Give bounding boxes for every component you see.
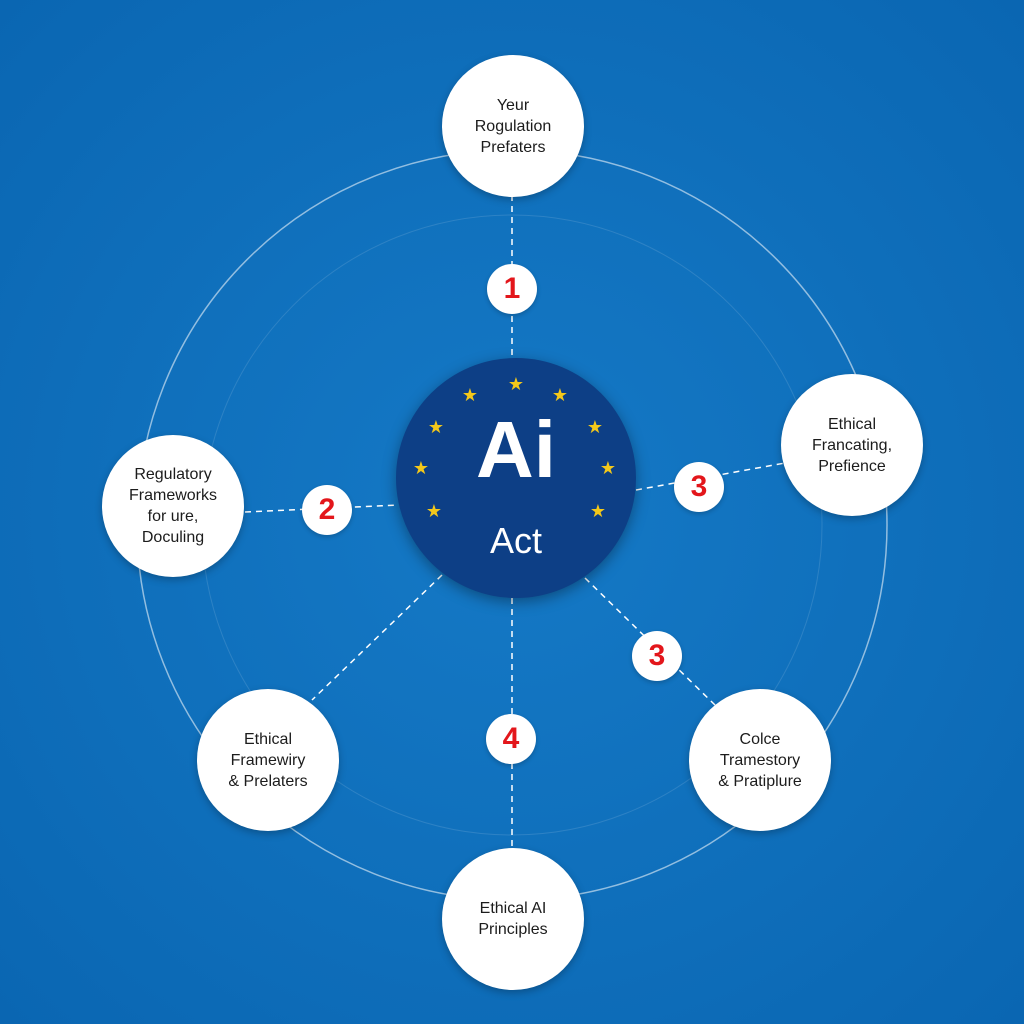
node-label-line: Yeur [496, 96, 530, 114]
node-label-line: Regulatory [134, 466, 212, 483]
step-badge: 1 [487, 264, 537, 314]
node-label-line: & Prelaters [228, 772, 308, 790]
node-label-line: Tramestory [719, 751, 801, 769]
node-label-line: Francating, [811, 436, 893, 454]
connector-left [244, 504, 399, 513]
node-label-line: Ethical [827, 415, 877, 433]
star-icon: ★ [551, 385, 569, 405]
hub-title: Ai [476, 405, 556, 494]
node-label-line: Colce [739, 730, 781, 748]
node-label-line: Ethical AI [479, 900, 547, 917]
node-label-line: Principles [478, 921, 548, 938]
step-badge: 4 [486, 714, 536, 764]
star-icon: ★ [427, 417, 445, 437]
hub-subtitle: Act [489, 520, 542, 561]
star-icon: ★ [412, 458, 430, 478]
node-label-line: for ure, [147, 508, 199, 525]
node-bottom: Ethical AI Principles [442, 848, 584, 990]
step-badge: 3 [632, 631, 682, 681]
node-label-line: Ethical [243, 730, 293, 748]
node-label-line: Frameworks [128, 487, 217, 504]
step-badge: 3 [674, 462, 724, 512]
node-label-line: Doculing [141, 529, 205, 546]
node-label-line: Rogulation [474, 117, 552, 135]
star-icon: ★ [599, 458, 617, 478]
step-badge: 2 [302, 485, 352, 535]
node-label-line: & Pratiplure [718, 772, 802, 790]
star-icon: ★ [461, 385, 479, 405]
star-icon: ★ [425, 501, 443, 521]
star-icon: ★ [507, 374, 525, 394]
star-icon: ★ [589, 501, 607, 521]
star-icon: ★ [586, 417, 604, 437]
node-label-line: Prefience [818, 457, 886, 475]
ai-act-hub: ★ ★ ★ ★ ★ ★ ★ ★ ★ Ai Act [396, 358, 636, 598]
node-label-line: Framewiry [230, 751, 306, 769]
node-label-line: Prefaters [480, 138, 546, 156]
connector-bottom-left [311, 574, 443, 701]
connector-right [635, 462, 786, 491]
